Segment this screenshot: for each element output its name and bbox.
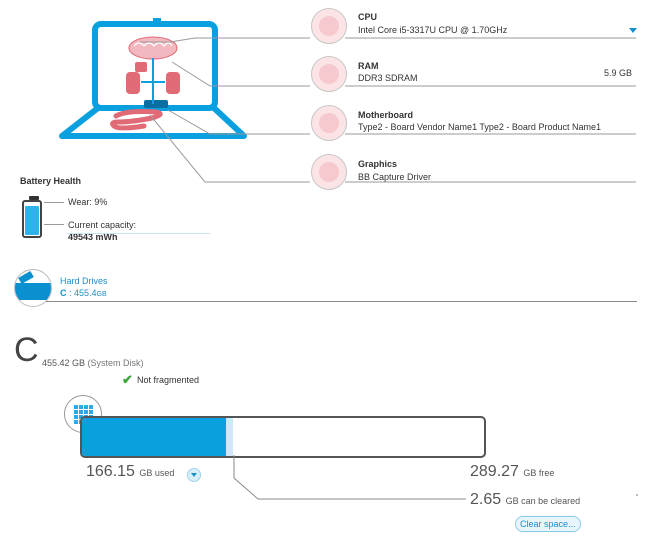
scroll-dot xyxy=(636,494,638,496)
battery-underline xyxy=(68,233,210,234)
disk-free-unit: GB free xyxy=(523,468,555,478)
disk-used-unit: GB used xyxy=(139,468,175,478)
disk-free-value: 289.27 xyxy=(470,463,519,480)
disk-clearable-value: 2.65 xyxy=(470,491,502,508)
graphics-value: BB Capture Driver xyxy=(358,172,432,182)
disk-size: 455.42 GB (System Disk) xyxy=(42,358,144,368)
cpu-value: Intel Core i5-3317U CPU @ 1.70GHz xyxy=(358,25,508,35)
disk-used-value: 166.15 xyxy=(86,463,135,480)
disk-clearable-unit: GB can be cleared xyxy=(505,496,581,506)
used-expand-icon[interactable] xyxy=(187,468,201,482)
disk-usage-bar xyxy=(80,416,486,458)
disk-free: 289.27 GB free xyxy=(470,463,554,481)
cpu-title: CPU xyxy=(358,12,378,22)
graphics-icon xyxy=(311,154,347,190)
disk-clearable: 2.65 GB can be cleared xyxy=(470,491,580,509)
fragment-status: Not fragmented xyxy=(137,375,200,385)
hard-drive-size: : 455.4 xyxy=(69,288,97,298)
hard-drive-unit: GB xyxy=(96,291,107,298)
battery-wear: Wear: 9% xyxy=(68,197,108,207)
battery-capacity-label: Current capacity: xyxy=(68,220,137,230)
ram-icon xyxy=(311,56,347,92)
disk-size-value: 455.42 GB xyxy=(42,358,86,368)
ram-size: 5.9 GB xyxy=(604,68,633,78)
hard-drive-entry[interactable]: C : 455.4GB xyxy=(60,288,107,298)
hard-drives-divider xyxy=(46,301,637,302)
disk-size-label: (System Disk) xyxy=(87,358,144,368)
ram-value: DDR3 SDRAM xyxy=(358,73,418,83)
battery-connector-2 xyxy=(44,224,64,225)
cpu-icon xyxy=(311,8,347,44)
disk-used: 166.15 GB used xyxy=(86,463,174,481)
disk-letter: C xyxy=(14,331,39,369)
clear-space-button[interactable]: Clear space... xyxy=(515,516,581,532)
battery-connector xyxy=(44,202,64,203)
disk-clearable-fill xyxy=(226,418,233,456)
motherboard-icon xyxy=(311,105,347,141)
motherboard-value: Type2 - Board Vendor Name1 Type2 - Board… xyxy=(358,122,601,132)
battery-capacity-value: 49543 mWh xyxy=(68,232,118,242)
cpu-dropdown-icon[interactable] xyxy=(629,28,637,33)
graphics-title: Graphics xyxy=(358,159,398,169)
hard-drive-icon[interactable] xyxy=(14,269,52,307)
connector-lines xyxy=(140,37,636,183)
motherboard-title: Motherboard xyxy=(358,110,413,120)
battery-title: Battery Health xyxy=(20,176,82,186)
check-icon: ✔ xyxy=(122,372,133,387)
hard-drives-title: Hard Drives xyxy=(60,276,108,286)
ram-title: RAM xyxy=(358,61,379,71)
hard-drive-letter: C xyxy=(60,288,67,298)
disk-used-fill xyxy=(82,418,226,456)
